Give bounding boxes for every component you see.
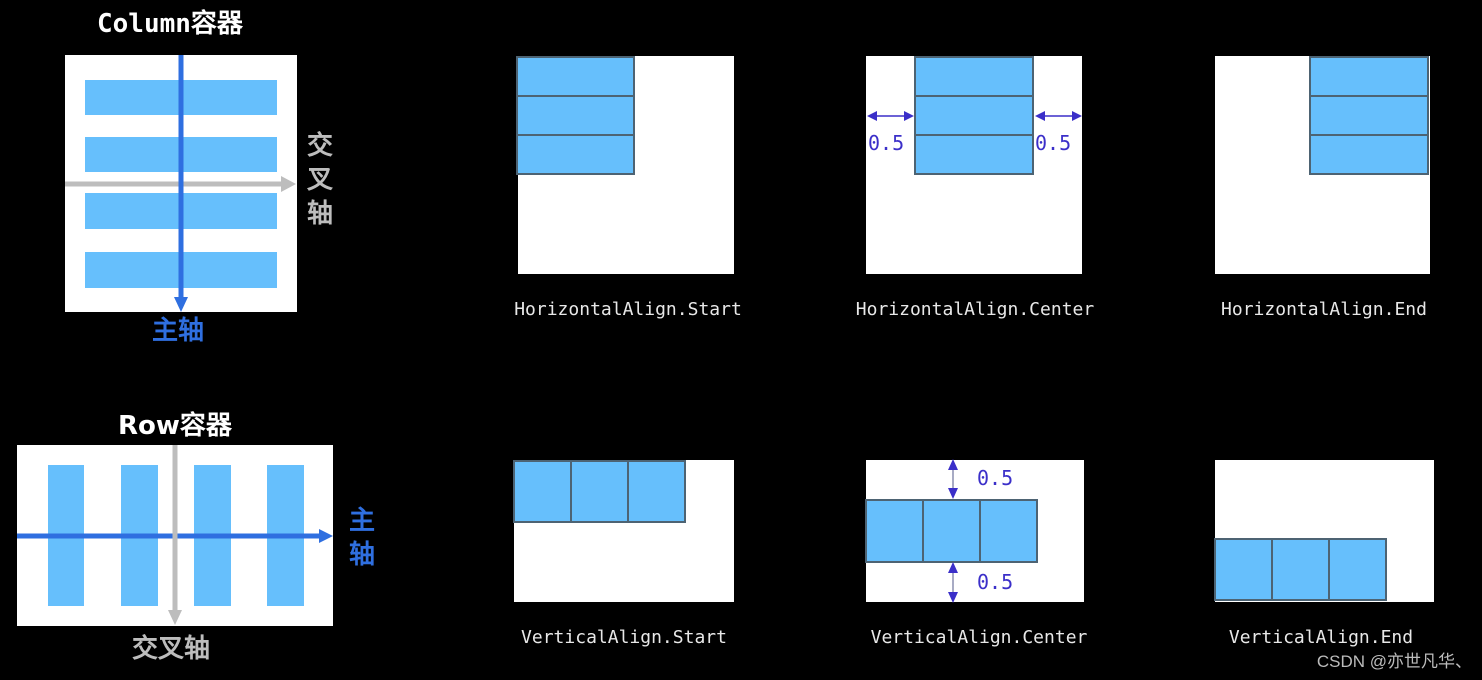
column-child-1: [85, 80, 277, 115]
valign-center-bottom-gap-label: 0.5: [977, 570, 1014, 594]
halign-end-caption: HorizontalAlign.End: [1221, 299, 1427, 320]
halign-start-caption: HorizontalAlign.Start: [514, 299, 742, 320]
watermark: CSDN @亦世凡华、: [1316, 652, 1472, 671]
valign-start-caption: VerticalAlign.Start: [521, 627, 727, 648]
halign-center-caption: HorizontalAlign.Center: [855, 299, 1095, 320]
valign-center-child-2: [922, 499, 981, 563]
halign-center-left-gap-label: 0.5: [868, 131, 905, 155]
row-main-axis-label: 主轴: [348, 506, 375, 570]
column-container-box: [65, 55, 297, 312]
column-child-3: [85, 193, 277, 229]
halign-end-child-3: [1309, 134, 1429, 175]
valign-end-child-2: [1271, 538, 1330, 601]
row-child-4: [267, 465, 304, 606]
halign-start-child-3: [516, 134, 635, 175]
halign-center-child-1: [914, 56, 1034, 97]
halign-end-child-1: [1309, 56, 1429, 97]
column-child-4: [85, 252, 277, 288]
row-child-3: [194, 465, 231, 606]
valign-end-caption: VerticalAlign.End: [1228, 627, 1414, 648]
valign-center-top-gap-label: 0.5: [977, 466, 1014, 490]
halign-start-child-2: [516, 95, 635, 136]
column-container-title: Column容器: [97, 9, 243, 39]
halign-center-right-gap-label: 0.5: [1035, 131, 1072, 155]
valign-start-child-1: [513, 460, 572, 523]
row-child-1: [48, 465, 84, 606]
valign-start-child-2: [570, 460, 629, 523]
column-main-axis-label: 主轴: [152, 316, 205, 346]
row-child-2: [121, 465, 158, 606]
row-cross-axis-label: 交叉轴: [132, 634, 211, 664]
halign-end-child-2: [1309, 95, 1429, 136]
valign-center-child-3: [979, 499, 1038, 563]
valign-end-child-3: [1328, 538, 1387, 601]
row-container-box: [17, 445, 333, 626]
halign-center-child-2: [914, 95, 1034, 136]
valign-center-child-1: [865, 499, 924, 563]
valign-center-caption: VerticalAlign.Center: [870, 627, 1088, 648]
row-container-title: Row容器: [118, 411, 232, 441]
column-child-2: [85, 137, 277, 172]
valign-end-child-1: [1214, 538, 1273, 601]
valign-start-child-3: [627, 460, 686, 523]
column-cross-axis-label: 交叉轴: [306, 131, 333, 229]
halign-center-child-3: [914, 134, 1034, 175]
halign-start-child-1: [516, 56, 635, 97]
